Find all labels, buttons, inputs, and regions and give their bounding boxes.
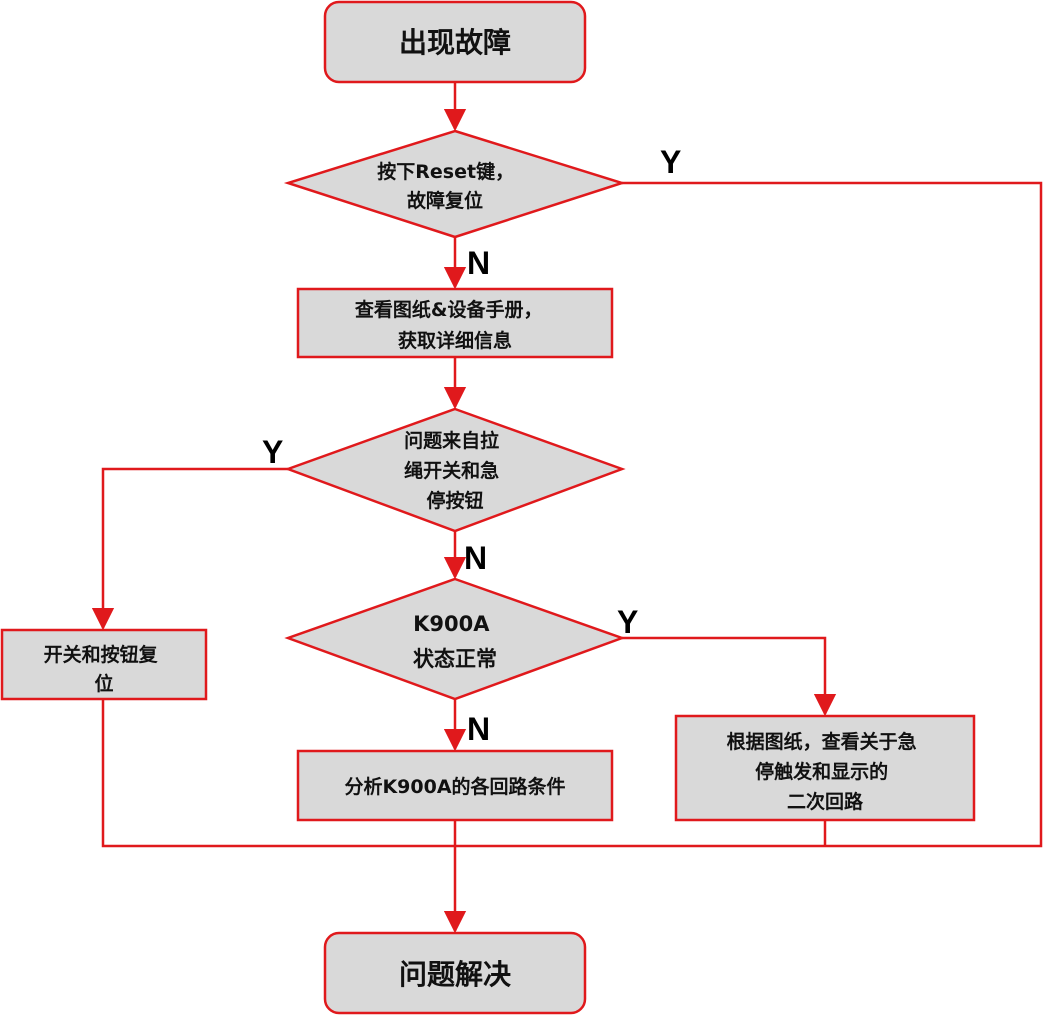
switch-reset-process (0, 628, 208, 701)
k900a-yes-label: Y (617, 604, 638, 640)
check-docs-label: 查看图纸&设备手册， 获取详细信息 (354, 298, 549, 352)
pullcord-decision (284, 407, 626, 533)
edge-switch-to-merge (101, 699, 455, 848)
pullcord-decision-label: 问题来自拉 绳开关和急 停按钮 (404, 429, 506, 512)
analyze-k900a-label: 分析K900A的各回路条件 (344, 775, 565, 798)
analyze-k900a-process (296, 749, 614, 822)
start-label: 出现故障 (399, 26, 511, 59)
reset-decision (283, 129, 627, 239)
switch-reset-label: 开关和按钮复 位 (44, 643, 165, 695)
reset-yes-label: Y (660, 144, 681, 180)
end-label: 问题解决 (399, 958, 511, 991)
edge-pullcord-yes (91, 467, 288, 631)
check-estop-circuit-process (674, 714, 976, 822)
reset-decision-label: 按下Reset键， 故障复位 (377, 160, 520, 212)
k900a-decision (284, 577, 626, 701)
k900a-decision-label: K900A 状态正常 (413, 612, 497, 671)
edge-reset-yes (455, 181, 1043, 848)
k900a-no-label: N (467, 711, 490, 747)
reset-no-label: N (467, 245, 490, 281)
check-docs-process (296, 287, 614, 359)
edge-k900a-yes (622, 636, 837, 717)
pullcord-yes-label: Y (262, 434, 283, 470)
pullcord-no-label: N (464, 540, 487, 576)
start-terminal (323, 0, 587, 84)
check-estop-circuit-label: 根据图纸，查看关于急 停触发和显示的 二次回路 (727, 730, 924, 813)
end-terminal (323, 931, 587, 1015)
